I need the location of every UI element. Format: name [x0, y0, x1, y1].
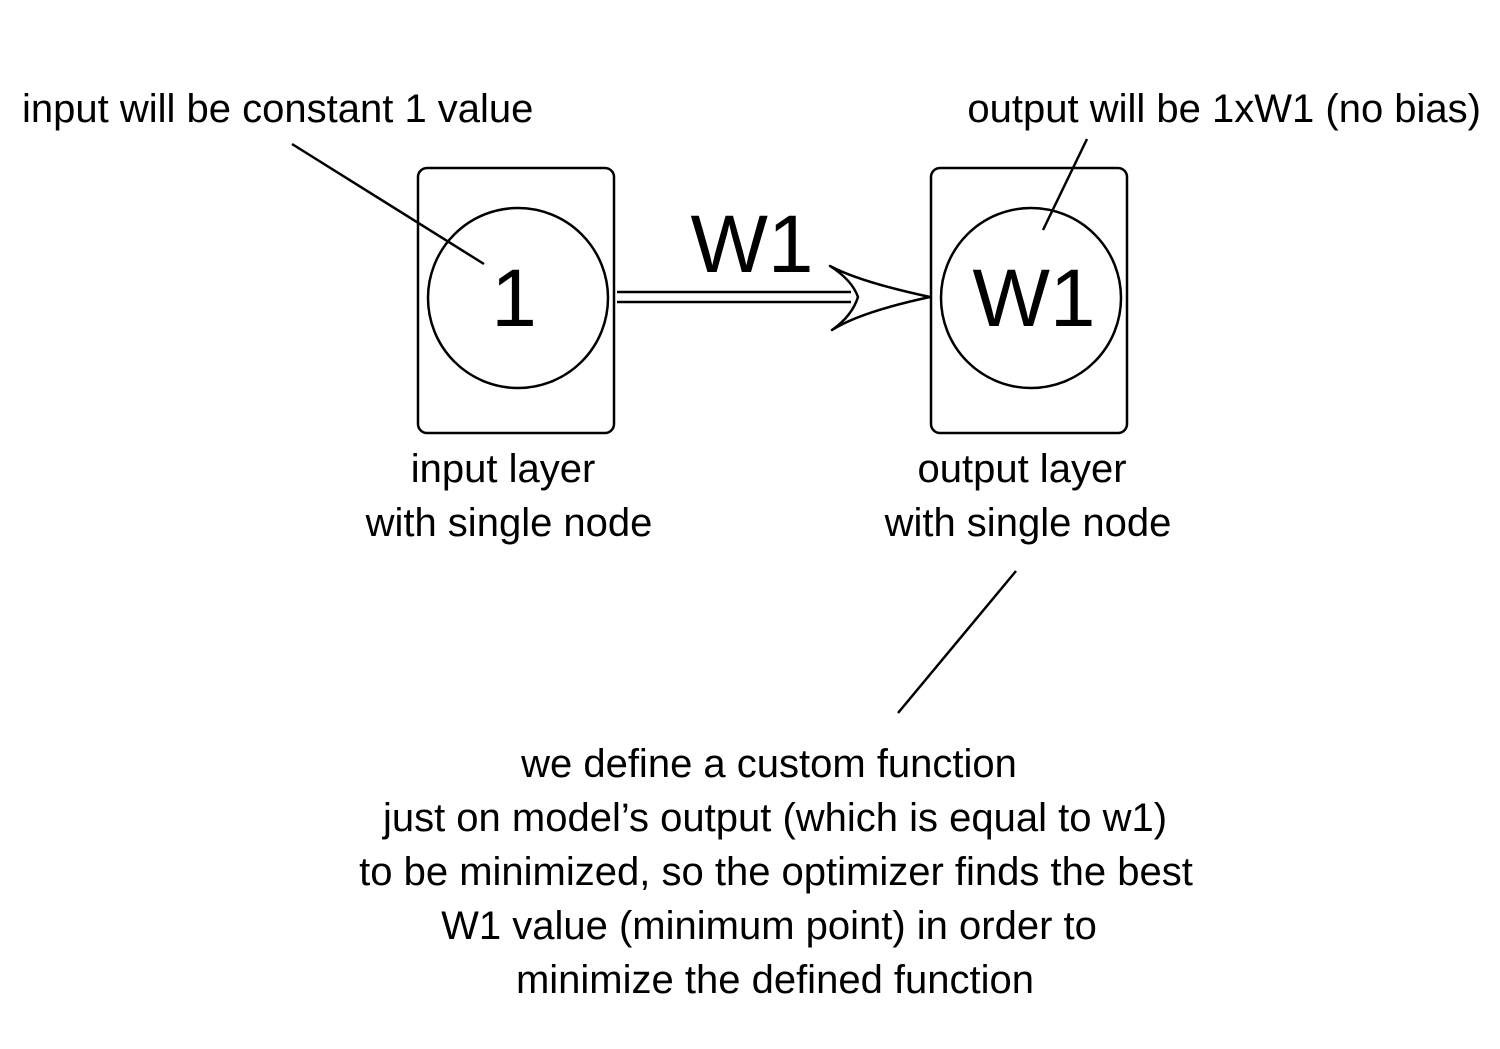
description-leader — [897, 570, 1017, 714]
weight-connection-arrow — [617, 264, 932, 332]
description-line-2: just on model’s output (which is equal t… — [382, 796, 1167, 840]
description-line-1: we define a custom function — [520, 742, 1017, 786]
output-node — [939, 206, 1123, 390]
input-layer-box — [416, 166, 616, 435]
output-node-value: W1 — [973, 253, 1096, 344]
weight-label: W1 — [691, 199, 814, 290]
output-layer-label-line-2: with single node — [884, 501, 1172, 545]
output-annotation-leader — [1041, 138, 1089, 231]
input-layer-label-line-1: input layer — [411, 447, 596, 491]
input-annotation: input will be constant 1 value — [22, 87, 533, 131]
output-layer-label-line-1: output layer — [917, 447, 1126, 491]
input-layer-label-line-2: with single node — [365, 501, 653, 545]
input-node-value: 1 — [491, 253, 537, 344]
input-node — [426, 206, 610, 390]
description-line-5: minimize the defined function — [516, 958, 1034, 1002]
description-line-4: W1 value (minimum point) in order to — [441, 904, 1097, 948]
arrow-head — [828, 264, 932, 332]
output-annotation: output will be 1xW1 (no bias) — [967, 87, 1481, 131]
input-annotation-leader — [291, 142, 485, 266]
output-layer-box — [929, 166, 1129, 435]
description-line-3: to be minimized, so the optimizer finds … — [359, 850, 1193, 894]
